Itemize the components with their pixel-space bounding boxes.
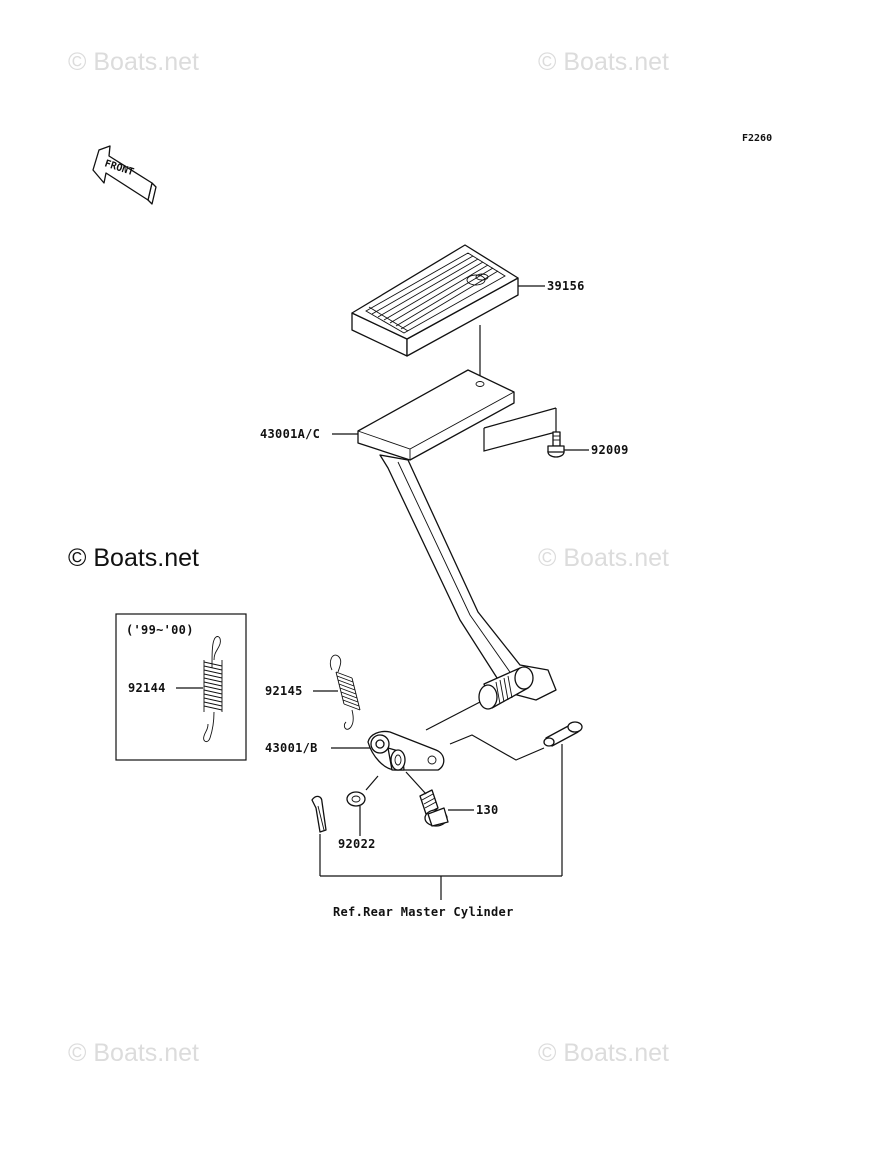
part-number-43001a-c: 43001A/C [260, 427, 320, 441]
pedal-pad-rubber [351, 244, 519, 357]
watermark-mid-left: © Boats.net [68, 544, 199, 572]
reference-bracket [319, 744, 563, 900]
bolt-92009 [547, 431, 565, 458]
brake-lever [367, 730, 445, 771]
brake-pedal [357, 369, 557, 710]
inset-title: ('99~'00) [126, 623, 194, 637]
part-number-92022: 92022 [338, 837, 376, 851]
part-number-92144: 92144 [128, 681, 166, 695]
inset-box [115, 613, 247, 761]
watermark-bottom-right: © Boats.net [538, 1039, 669, 1067]
part-number-130: 130 [476, 803, 499, 817]
part-number-92009: 92009 [591, 443, 629, 457]
front-arrow-icon: FRONT [92, 145, 157, 205]
cotter-pin [311, 795, 327, 833]
spring-92144 [203, 636, 223, 743]
part-number-43001-b: 43001/B [265, 741, 318, 755]
watermark-bottom-left: © Boats.net [68, 1039, 199, 1067]
watermark-mid-right: © Boats.net [538, 544, 669, 572]
part-number-92145: 92145 [265, 684, 303, 698]
spring-92145 [329, 654, 361, 730]
bolt-130 [419, 789, 449, 827]
figure-code: F2260 [742, 133, 772, 144]
reference-note: Ref.Rear Master Cylinder [333, 905, 514, 919]
watermark-top-right: © Boats.net [538, 48, 669, 76]
washer-92022 [346, 791, 366, 807]
clevis-pin [543, 721, 583, 747]
watermark-top-left: © Boats.net [68, 48, 199, 76]
part-number-39156: 39156 [547, 279, 585, 293]
